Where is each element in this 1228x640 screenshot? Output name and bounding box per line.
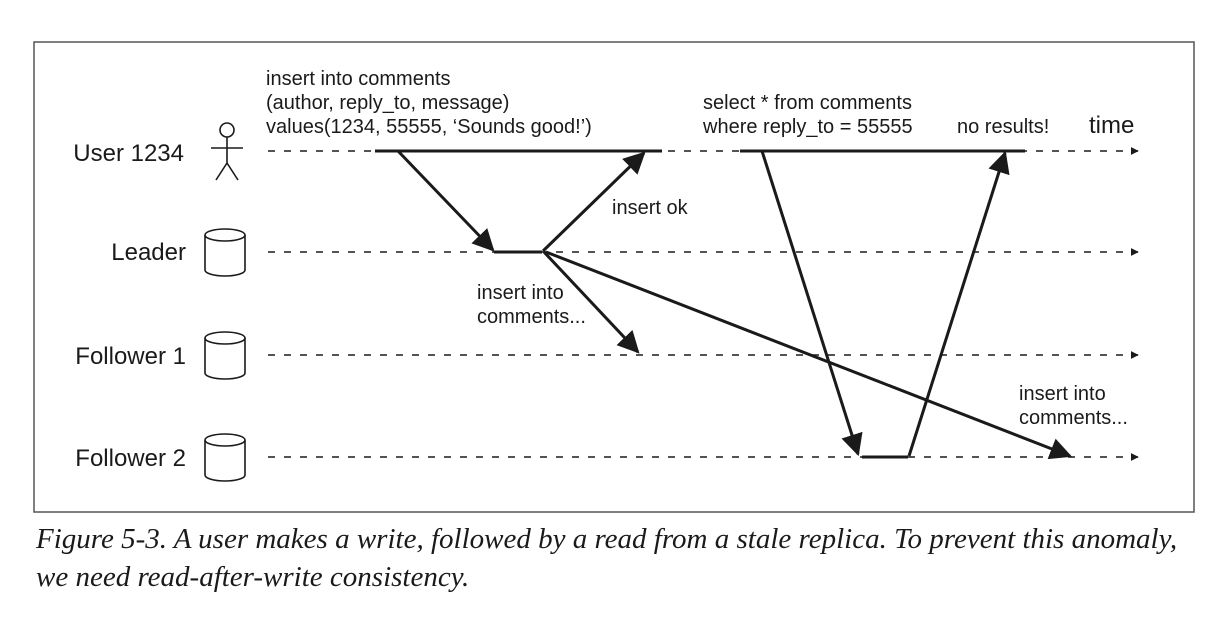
- arrow-leader-to-follower2: [545, 250, 1073, 460]
- insert-query-line-1: insert into comments: [266, 68, 451, 90]
- arrow-follower2-to-user: [907, 150, 1010, 457]
- arrow-user-to-leader: [396, 149, 495, 252]
- node-label-leader: Leader: [111, 239, 186, 266]
- sequence-diagram: User 1234 Leader Follower 1 Follower 2 i…: [33, 41, 1195, 513]
- insert-query-line-3: values(1234, 55555, ‘Sounds good!’): [266, 116, 592, 138]
- replicate-follower2-line-1: insert into: [1019, 383, 1106, 405]
- insert-ok-label: insert ok: [612, 197, 689, 219]
- figure-caption: Figure 5-3. A user makes a write, follow…: [36, 523, 1178, 593]
- replicate-follower1-line-1: insert into: [477, 282, 564, 304]
- node-label-user: User 1234: [73, 140, 184, 167]
- stick-figure-icon: [211, 122, 243, 181]
- replicate-follower1-line-2: comments...: [477, 306, 586, 328]
- insert-query-line-2: (author, reply_to, message): [266, 92, 509, 114]
- no-results-label: no results!: [957, 116, 1049, 138]
- node-label-follower1: Follower 1: [75, 343, 186, 370]
- database-cylinder-icon: [204, 433, 246, 482]
- arrow-leader-to-user: [541, 151, 646, 253]
- node-label-follower2: Follower 2: [75, 445, 186, 472]
- figure-frame: [33, 41, 1195, 513]
- timelines: [268, 147, 1139, 461]
- database-cylinder-icon: [204, 228, 246, 277]
- database-cylinder-icon: [204, 331, 246, 380]
- arrow-leader-to-follower1: [542, 250, 640, 354]
- replicate-follower2-line-2: comments...: [1019, 407, 1128, 429]
- time-axis-label: time: [1089, 112, 1134, 139]
- arrow-user-to-follower2: [760, 150, 863, 457]
- select-query-line-1: select * from comments: [703, 92, 912, 114]
- select-query-line-2: where reply_to = 55555: [702, 116, 913, 138]
